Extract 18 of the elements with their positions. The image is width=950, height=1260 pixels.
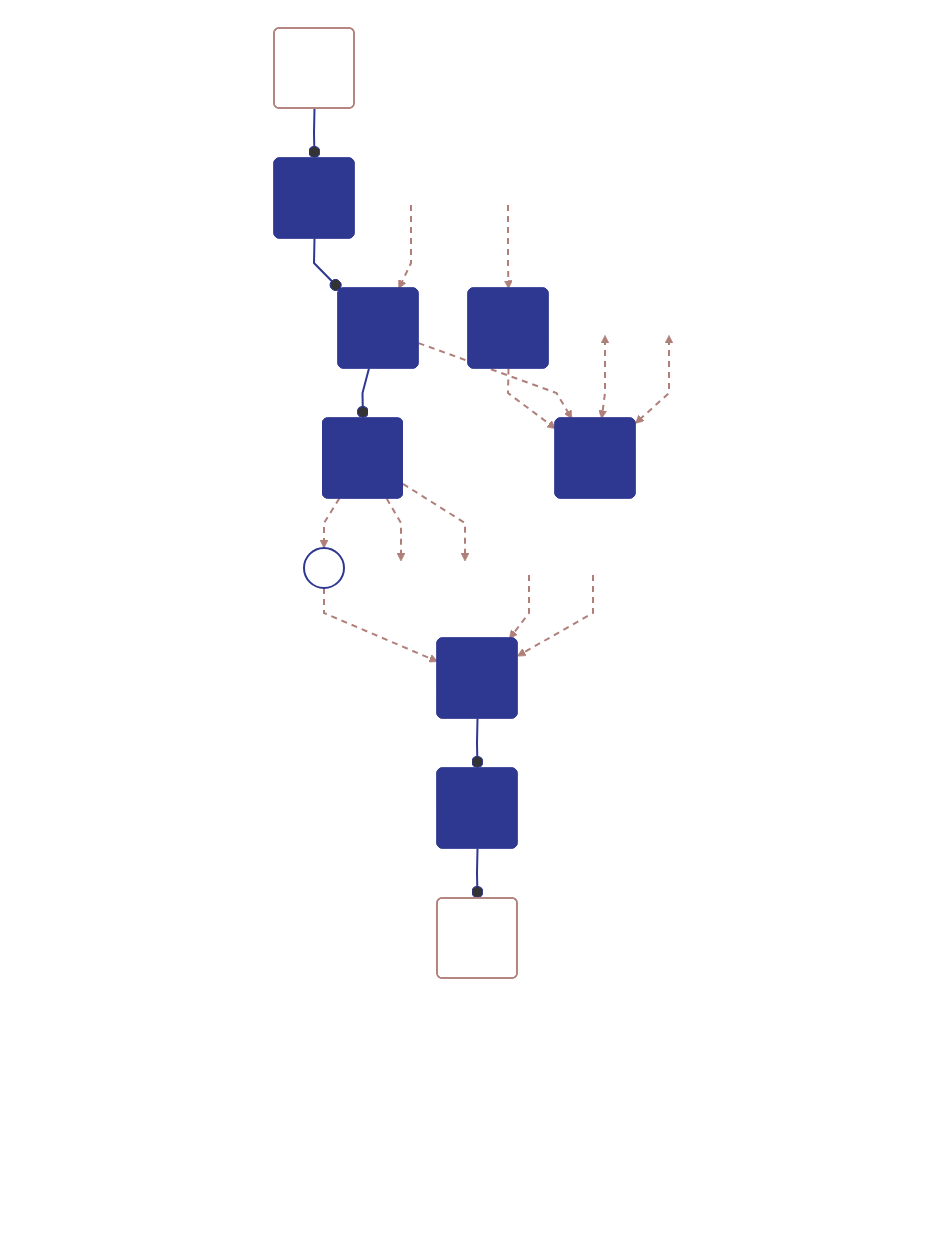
connector: [308, 107, 321, 160]
arrow: [417, 342, 573, 419]
arrow: [385, 497, 406, 562]
connector: [313, 237, 342, 292]
arrow: [507, 367, 556, 429]
node-circle: [303, 547, 345, 589]
arrow: [398, 204, 412, 289]
arrow: [402, 482, 470, 562]
arrow: [503, 204, 513, 289]
arrow: [598, 335, 610, 419]
connector: [471, 847, 484, 900]
connector: [471, 717, 484, 770]
arrow: [517, 574, 594, 657]
arrow: [635, 335, 674, 424]
arrow: [323, 587, 438, 663]
connector: [356, 367, 370, 420]
arrow: [319, 497, 341, 549]
arrow: [509, 574, 530, 639]
